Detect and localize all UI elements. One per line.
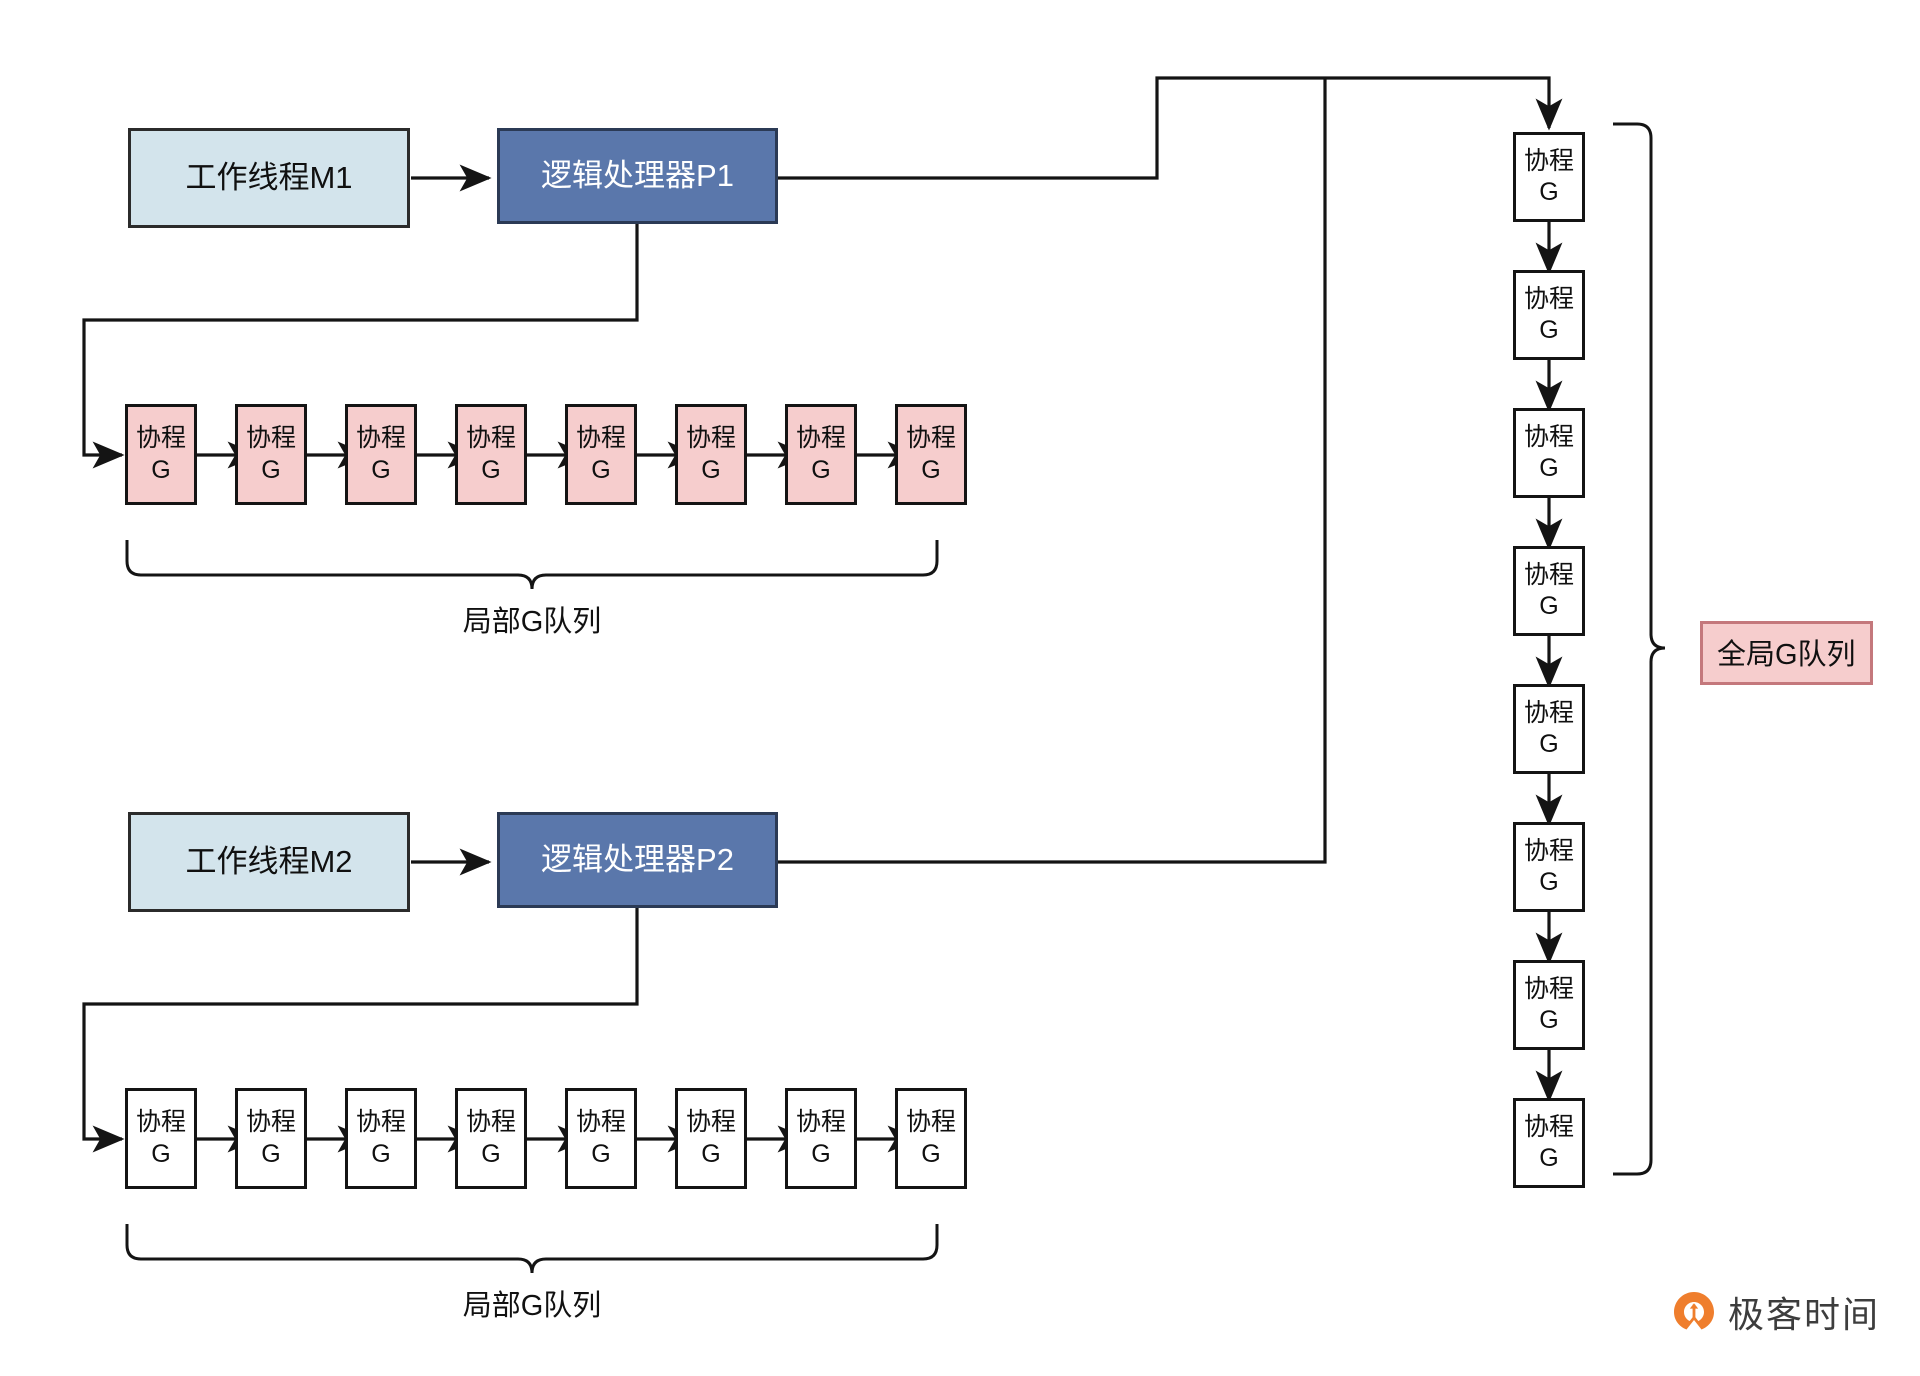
coroutine-label-bottom: G <box>1539 454 1559 482</box>
coroutine-lq2-5[interactable]: 协程 G <box>565 1088 637 1189</box>
coroutine-label-bottom: G <box>591 1139 611 1168</box>
coroutine-lq1-5[interactable]: 协程 G <box>565 404 637 505</box>
coroutine-label-top: 协程 <box>575 424 626 452</box>
brace-local-queue-2 <box>125 1224 939 1274</box>
coroutine-label-top: 协程 <box>575 1108 626 1136</box>
coroutine-gq-6[interactable]: 协程 G <box>1513 822 1585 912</box>
coroutine-lq1-7[interactable]: 协程 G <box>785 404 857 505</box>
coroutine-label-bottom: G <box>371 455 391 484</box>
coroutine-label-top: 协程 <box>905 1108 956 1136</box>
geektime-watermark: 极客时间 <box>1672 1286 1880 1338</box>
coroutine-label-top: 协程 <box>685 424 736 452</box>
coroutine-lq2-7[interactable]: 协程 G <box>785 1088 857 1189</box>
coroutine-label-top: 协程 <box>355 1108 406 1136</box>
coroutine-label-top: 协程 <box>795 424 846 452</box>
coroutine-label-bottom: G <box>261 455 281 484</box>
coroutine-gq-1[interactable]: 协程 G <box>1513 132 1585 222</box>
coroutine-label-bottom: G <box>1539 730 1559 758</box>
logic-processor-p1-label: 逻辑处理器P1 <box>541 157 734 193</box>
coroutine-lq1-6[interactable]: 协程 G <box>675 404 747 505</box>
worker-thread-m1-label: 工作线程M1 <box>185 159 353 195</box>
coroutine-label-bottom: G <box>591 455 611 484</box>
edge-p2-to-global-queue <box>777 78 1327 864</box>
coroutine-label-bottom: G <box>261 1139 281 1168</box>
coroutine-label-top: 协程 <box>795 1108 846 1136</box>
coroutine-label-bottom: G <box>481 1139 501 1168</box>
coroutine-label-top: 协程 <box>685 1108 736 1136</box>
coroutine-label-top: 协程 <box>1523 698 1574 727</box>
worker-thread-m1[interactable]: 工作线程M1 <box>128 128 410 228</box>
logic-processor-p2[interactable]: 逻辑处理器P2 <box>497 812 778 908</box>
coroutine-label-bottom: G <box>1539 1006 1559 1034</box>
coroutine-lq2-8[interactable]: 协程 G <box>895 1088 967 1189</box>
coroutine-label-bottom: G <box>701 1139 721 1168</box>
coroutine-label-bottom: G <box>481 455 501 484</box>
coroutine-lq2-4[interactable]: 协程 G <box>455 1088 527 1189</box>
coroutine-label-top: 协程 <box>905 424 956 452</box>
worker-thread-m2[interactable]: 工作线程M2 <box>128 812 410 912</box>
brace-local-queue-1 <box>125 540 939 590</box>
geektime-logo-icon <box>1672 1290 1716 1334</box>
coroutine-lq2-6[interactable]: 协程 G <box>675 1088 747 1189</box>
logic-processor-p2-label: 逻辑处理器P2 <box>541 841 734 877</box>
coroutine-label-bottom: G <box>1539 592 1559 620</box>
coroutine-label-bottom: G <box>1539 1144 1559 1172</box>
coroutine-label-top: 协程 <box>245 1108 296 1136</box>
coroutine-gq-3[interactable]: 协程 G <box>1513 408 1585 498</box>
coroutine-label-bottom: G <box>1539 178 1559 206</box>
coroutine-label-top: 协程 <box>1523 422 1574 451</box>
coroutine-label-top: 协程 <box>355 424 406 452</box>
coroutine-lq1-4[interactable]: 协程 G <box>455 404 527 505</box>
global-queue-label: 全局G队列 <box>1700 621 1873 685</box>
coroutine-label-bottom: G <box>151 1139 171 1168</box>
coroutine-gq-8[interactable]: 协程 G <box>1513 1098 1585 1188</box>
logic-processor-p1[interactable]: 逻辑处理器P1 <box>497 128 778 224</box>
coroutine-lq1-2[interactable]: 协程 G <box>235 404 307 505</box>
coroutine-label-top: 协程 <box>1523 146 1574 175</box>
coroutine-label-top: 协程 <box>135 424 186 452</box>
coroutine-lq2-2[interactable]: 协程 G <box>235 1088 307 1189</box>
coroutine-label-bottom: G <box>921 1139 941 1168</box>
coroutine-gq-5[interactable]: 协程 G <box>1513 684 1585 774</box>
coroutine-gq-7[interactable]: 协程 G <box>1513 960 1585 1050</box>
coroutine-label-top: 协程 <box>465 424 516 452</box>
coroutine-label-bottom: G <box>1539 316 1559 344</box>
coroutine-label-top: 协程 <box>1523 974 1574 1003</box>
coroutine-label-bottom: G <box>811 1139 831 1168</box>
coroutine-label-top: 协程 <box>1523 1112 1574 1141</box>
coroutine-label-bottom: G <box>811 455 831 484</box>
worker-thread-m2-label: 工作线程M2 <box>185 843 353 879</box>
coroutine-label-bottom: G <box>701 455 721 484</box>
coroutine-lq1-1[interactable]: 协程 G <box>125 404 197 505</box>
coroutine-lq2-1[interactable]: 协程 G <box>125 1088 197 1189</box>
coroutine-label-bottom: G <box>151 455 171 484</box>
coroutine-gq-2[interactable]: 协程 G <box>1513 270 1585 360</box>
brace-global-queue <box>1613 122 1666 1176</box>
local-queue-1-label: 局部G队列 <box>462 606 602 638</box>
coroutine-lq2-3[interactable]: 协程 G <box>345 1088 417 1189</box>
local-queue-2-label: 局部G队列 <box>462 1290 602 1322</box>
coroutine-lq1-8[interactable]: 协程 G <box>895 404 967 505</box>
edge-p1-to-global-queue <box>777 76 1563 180</box>
coroutine-label-bottom: G <box>371 1139 391 1168</box>
coroutine-label-top: 协程 <box>465 1108 516 1136</box>
coroutine-label-top: 协程 <box>245 424 296 452</box>
coroutine-label-top: 协程 <box>1523 560 1574 589</box>
geektime-logo-text: 极客时间 <box>1728 1295 1881 1336</box>
coroutine-label-top: 协程 <box>1523 284 1574 313</box>
coroutine-label-bottom: G <box>921 455 941 484</box>
coroutine-lq1-3[interactable]: 协程 G <box>345 404 417 505</box>
coroutine-label-top: 协程 <box>135 1108 186 1136</box>
coroutine-gq-4[interactable]: 协程 G <box>1513 546 1585 636</box>
coroutine-label-bottom: G <box>1539 868 1559 896</box>
coroutine-label-top: 协程 <box>1523 836 1574 865</box>
